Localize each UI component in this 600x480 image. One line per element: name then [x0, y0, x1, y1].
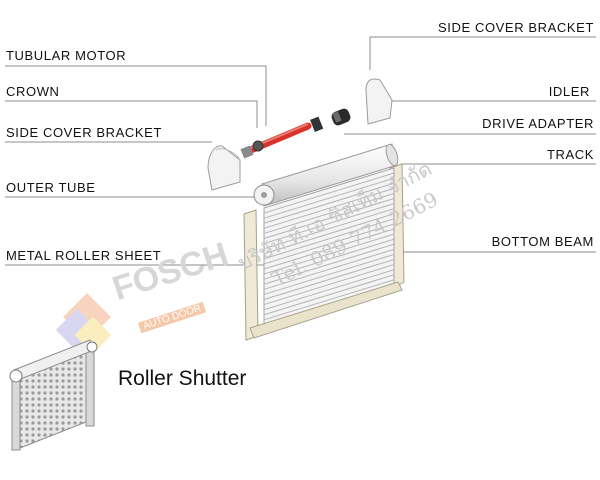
- crown: [252, 140, 264, 152]
- slat-line: [263, 223, 395, 265]
- leader-side-cover-bracket-right: [369, 36, 596, 70]
- drive-adapter: [310, 108, 351, 132]
- slat-line: [263, 264, 395, 306]
- label-idler: IDLER: [548, 84, 590, 99]
- leader-lines: [5, 36, 596, 266]
- slat-line: [263, 192, 395, 234]
- slat-line: [263, 198, 395, 239]
- slat-line: [263, 208, 395, 250]
- bottom-beam: [249, 281, 403, 339]
- slat-line: [263, 213, 395, 255]
- slat-line: [263, 228, 395, 270]
- main-shutter: [243, 143, 405, 341]
- slat-line: [263, 279, 395, 321]
- leader-tubular-motor: [5, 65, 267, 126]
- label-bottom-beam: BOTTOM BEAM: [491, 234, 594, 249]
- slat-line: [263, 238, 395, 280]
- leader-crown: [5, 100, 258, 128]
- slat-line: [263, 253, 395, 295]
- assembled-shutter-thumbnail: [9, 339, 98, 451]
- label-crown: CROWN: [6, 84, 60, 99]
- label-side-cover-bracket-left: SIDE COVER BRACKET: [6, 125, 162, 140]
- label-track: TRACK: [546, 147, 594, 162]
- side-cover-bracket-left: [207, 145, 241, 191]
- slat-line: [263, 218, 395, 260]
- slat-line: [263, 177, 395, 219]
- label-side-cover-bracket-right: SIDE COVER BRACKET: [438, 20, 594, 35]
- slat-line: [263, 203, 395, 245]
- slat-line: [263, 259, 395, 300]
- label-outer-tube: OUTER TUBE: [6, 180, 96, 195]
- label-metal-roller-sheet: METAL ROLLER SHEET: [6, 248, 162, 263]
- slat-line: [263, 187, 395, 229]
- slat-lines: [263, 172, 395, 326]
- slat-line: [263, 269, 395, 311]
- slat-line: [263, 248, 395, 290]
- tubular-motor: [240, 122, 312, 159]
- slat-line: [263, 243, 395, 285]
- slat-line: [263, 274, 395, 316]
- side-cover-bracket-right: [365, 78, 393, 125]
- slat-line: [263, 182, 395, 224]
- diagram-caption: Roller Shutter: [118, 367, 247, 390]
- slat-line: [263, 233, 395, 275]
- slat-line: [263, 172, 395, 214]
- label-drive-adapter: DRIVE ADAPTER: [482, 116, 594, 131]
- label-tubular-motor: TUBULAR MOTOR: [6, 48, 127, 63]
